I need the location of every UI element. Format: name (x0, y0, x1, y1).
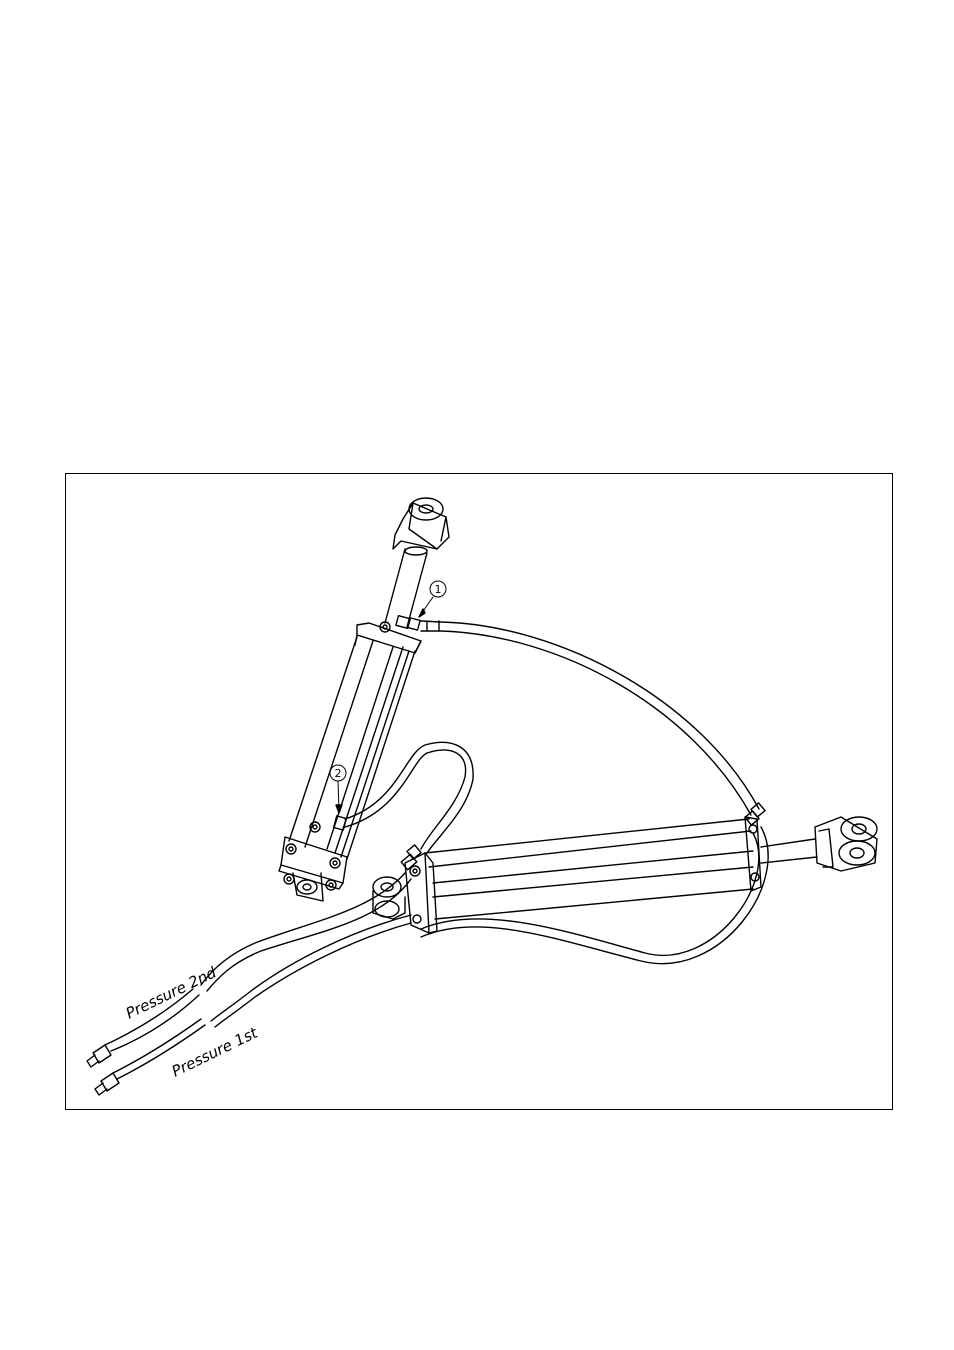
diagram-text-layer: 1 2 Pressure 2nd Pressure 1st (66, 474, 894, 1111)
callout-2-label: 2 (335, 767, 342, 780)
hose-label-pressure-1st: Pressure 1st (169, 1023, 261, 1080)
hose-label-pressure-2nd: Pressure 2nd (123, 963, 220, 1022)
callout-1-label: 1 (435, 583, 442, 596)
figure-frame: 1 2 Pressure 2nd Pressure 1st (65, 473, 893, 1110)
